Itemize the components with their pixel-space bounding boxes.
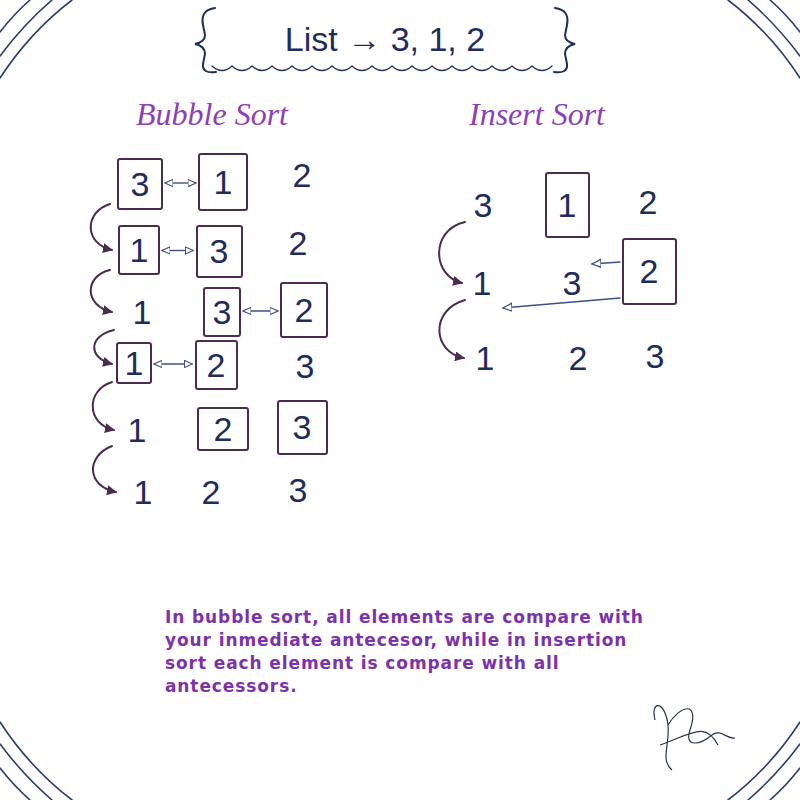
corner-stroke bbox=[728, 0, 800, 78]
step-arrow bbox=[439, 222, 465, 283]
value-box: 2 bbox=[622, 238, 677, 305]
corner-stroke bbox=[770, 768, 800, 800]
list-value: 1 bbox=[125, 346, 144, 380]
value-box: 3 bbox=[117, 158, 163, 210]
corner-stroke bbox=[748, 744, 800, 800]
value-box: 3 bbox=[277, 400, 328, 455]
value-box: 3 bbox=[203, 287, 241, 337]
corner-stroke bbox=[0, 0, 30, 32]
list-value: 1 bbox=[128, 413, 147, 447]
list-value: 3 bbox=[296, 349, 315, 383]
corner-stroke bbox=[0, 744, 52, 800]
corner-stroke bbox=[0, 722, 72, 800]
list-value: 3 bbox=[646, 339, 665, 373]
list-value: 2 bbox=[640, 254, 659, 288]
step-arrow bbox=[91, 270, 112, 312]
insert-arrow bbox=[503, 298, 620, 308]
list-value: 1 bbox=[473, 266, 492, 300]
value-box: 1 bbox=[116, 342, 152, 384]
swap-arrow bbox=[154, 363, 193, 364]
cloud-outline bbox=[212, 66, 552, 71]
signature bbox=[654, 706, 735, 770]
value-box: 3 bbox=[196, 225, 243, 278]
step-arrow bbox=[93, 446, 116, 492]
curly-brace bbox=[195, 8, 216, 72]
list-value: 2 bbox=[214, 412, 233, 446]
value-box: 2 bbox=[197, 407, 249, 451]
insert-arrow bbox=[592, 262, 620, 264]
step-arrow bbox=[439, 300, 465, 358]
corner-stroke bbox=[770, 0, 800, 32]
title: List → 3, 1, 2 bbox=[285, 21, 485, 58]
insert-leaders bbox=[503, 262, 620, 308]
list-value: 1 bbox=[476, 341, 495, 375]
list-value: 1 bbox=[130, 233, 149, 267]
list-value: 3 bbox=[289, 473, 308, 507]
value-box: 1 bbox=[545, 172, 590, 238]
list-value: 3 bbox=[210, 234, 229, 268]
swap-arrow bbox=[243, 310, 278, 311]
swap-arrow bbox=[165, 182, 196, 183]
section-heading: Bubble Sort bbox=[136, 97, 288, 132]
list-value: 2 bbox=[293, 158, 312, 192]
value-box: 1 bbox=[118, 225, 160, 275]
section-heading: Insert Sort bbox=[469, 97, 605, 132]
value-box: 2 bbox=[280, 282, 328, 338]
list-value: 1 bbox=[214, 165, 233, 199]
list-value: 2 bbox=[295, 293, 314, 327]
list-value: 3 bbox=[213, 295, 232, 329]
corner-stroke bbox=[0, 0, 52, 56]
corner-stroke bbox=[748, 0, 800, 56]
list-value: 2 bbox=[639, 185, 658, 219]
list-value: 3 bbox=[293, 410, 312, 444]
step-arrows bbox=[91, 204, 465, 492]
list-value: 2 bbox=[207, 348, 226, 382]
list-value: 2 bbox=[569, 341, 588, 375]
list-value: 2 bbox=[202, 475, 221, 509]
list-value: 1 bbox=[134, 475, 153, 509]
value-box: 2 bbox=[195, 340, 238, 390]
title-cloud bbox=[195, 8, 575, 72]
step-arrow bbox=[93, 382, 114, 430]
corner-stroke bbox=[728, 722, 800, 800]
caption: In bubble sort, all elements are compare… bbox=[165, 606, 655, 698]
step-arrow bbox=[91, 204, 112, 250]
corner-stroke bbox=[0, 768, 30, 800]
swap-arrow bbox=[162, 250, 194, 251]
list-value: 1 bbox=[558, 188, 577, 222]
list-value: 1 bbox=[133, 295, 152, 329]
list-value: 2 bbox=[289, 226, 308, 260]
step-arrow bbox=[94, 330, 114, 364]
curly-brace bbox=[554, 8, 575, 72]
value-box: 1 bbox=[198, 153, 248, 211]
list-value: 3 bbox=[474, 188, 493, 222]
list-value: 3 bbox=[131, 167, 150, 201]
list-value: 3 bbox=[563, 266, 582, 300]
corner-stroke bbox=[0, 0, 72, 78]
